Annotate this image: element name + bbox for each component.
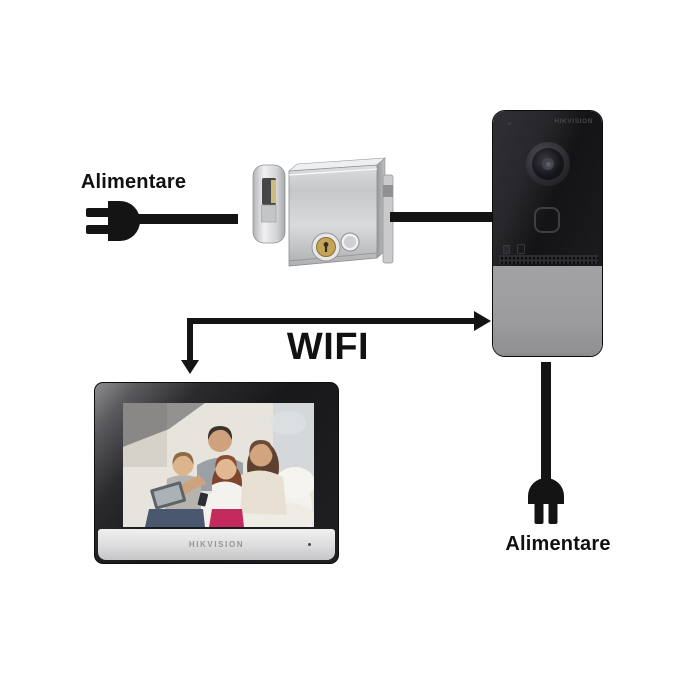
doorbell-camera-panel: HIKVISION [493,111,602,266]
indoor-monitor: HIKVISION [94,382,339,564]
speaker-grille-icon [499,255,598,264]
indicator-icon [517,244,525,254]
wifi-arrowhead-down-icon [181,360,199,374]
power-plug-left-icon [86,201,140,241]
monitor-mic-hole-icon [308,543,311,546]
wifi-label: WIFI [286,326,370,368]
doorbell-button-panel [493,266,602,356]
power-plug-bottom-icon [528,478,564,524]
wifi-arrowhead-right-icon [474,311,491,331]
speaker-icon [503,245,510,254]
camera-lens-icon [526,142,570,186]
doorbell-station: HIKVISION [492,110,603,357]
power-label-bottom: Alimentare [505,533,611,555]
monitor-brand-logo: HIKVISION [188,540,245,549]
microphone-hole-icon [508,122,511,125]
power-label-top: Alimentare [80,171,187,193]
monitor-front-strip: HIKVISION [98,529,335,560]
wifi-line-vertical [187,318,193,361]
cable-lock-to-doorbell [390,212,492,222]
cable-doorbell-to-plug [541,362,551,480]
monitor-screen-family-photo [123,403,314,527]
doorbell-brand-logo: HIKVISION [554,118,593,125]
card-reader-icon [534,207,560,233]
wifi-line-horizontal [187,318,475,324]
cable-plug-to-lock [137,214,238,224]
electric-lock-icon [252,157,394,267]
